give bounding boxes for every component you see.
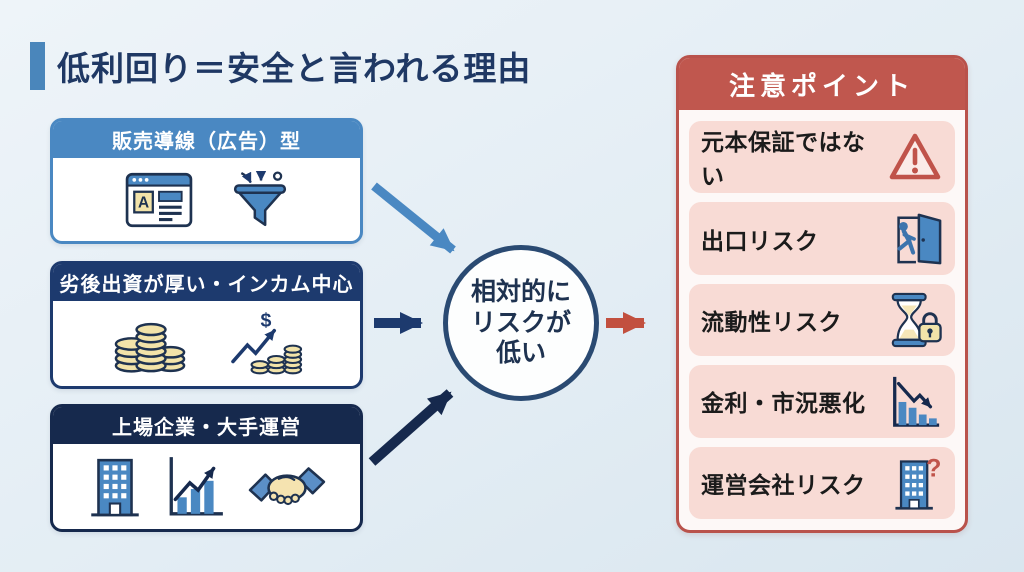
- declining-chart-icon: [887, 373, 943, 429]
- title-accent-bar: [30, 42, 45, 90]
- ad-browser-icon: A: [125, 172, 192, 227]
- svg-text:$: $: [260, 312, 271, 331]
- svg-text:A: A: [137, 194, 148, 211]
- conclusion-line-1: 相対的に: [470, 278, 571, 307]
- handshake-icon: [248, 466, 325, 505]
- reason-box-1-body: A: [53, 158, 360, 241]
- caution-item-operator-risk: 運営会社リスク ?: [689, 446, 955, 520]
- conclusion-line-2: リスクが: [470, 308, 571, 337]
- caution-item-market-deterioration: 金利・市況悪化: [689, 365, 955, 438]
- page-title-row: 低利回り＝安全と言われる理由: [30, 42, 531, 90]
- reason-box-2-header: 劣後出資が厚い・インカム中心: [53, 264, 360, 301]
- reason-box-3-body: [53, 444, 360, 529]
- caution-item-liquidity-risk: 流動性リスク: [689, 283, 955, 357]
- coin-stacks-icon: [114, 322, 185, 373]
- exit-door-icon: [887, 211, 943, 267]
- caution-item-label: 流動性リスク: [701, 309, 842, 336]
- conclusion-circle: 相対的に リスクが 低い: [443, 245, 599, 401]
- growth-chart-icon: [169, 456, 223, 515]
- caution-item-label: 運営会社リスク: [701, 471, 866, 498]
- income-growth-icon: $: [230, 312, 302, 374]
- caution-item-exit-risk: 出口リスク: [689, 202, 955, 275]
- page-title: 低利回り＝安全と言われる理由: [57, 50, 532, 87]
- reason-box-listed-company: 上場企業・大手運営: [50, 404, 363, 532]
- reason-box-1-header: 販売導線（広告）型: [53, 121, 360, 158]
- arrow-reason1-to-circle: [371, 182, 456, 254]
- funnel-icon: [233, 170, 286, 226]
- caution-item-label: 金利・市況悪化: [701, 390, 866, 417]
- reason-box-sales-funnel: 販売導線（広告）型 A: [50, 118, 363, 244]
- company-question-icon: ?: [889, 454, 943, 512]
- hourglass-lock-icon: [887, 292, 943, 348]
- caution-panel-body: 元本保証ではない 出口リスク: [679, 110, 965, 530]
- caution-item-label: 出口リスク: [701, 227, 819, 254]
- conclusion-line-3: 低い: [495, 339, 546, 368]
- reason-box-3-header: 上場企業・大手運営: [53, 407, 360, 444]
- reason-box-2-body: $: [53, 301, 360, 386]
- warning-triangle-icon: [887, 131, 943, 183]
- building-icon: [90, 458, 139, 516]
- caution-panel-header: 注意ポイント: [679, 58, 965, 110]
- caution-panel: 注意ポイント 元本保証ではない 出口リスク: [676, 55, 968, 533]
- caution-item-label: 元本保証ではない: [701, 129, 866, 190]
- caution-item-principal: 元本保証ではない: [689, 121, 955, 194]
- svg-text:?: ?: [926, 454, 941, 482]
- reason-box-subordinated-income: 劣後出資が厚い・インカム中心 $: [50, 261, 363, 389]
- arrow-reason3-to-circle: [368, 389, 454, 466]
